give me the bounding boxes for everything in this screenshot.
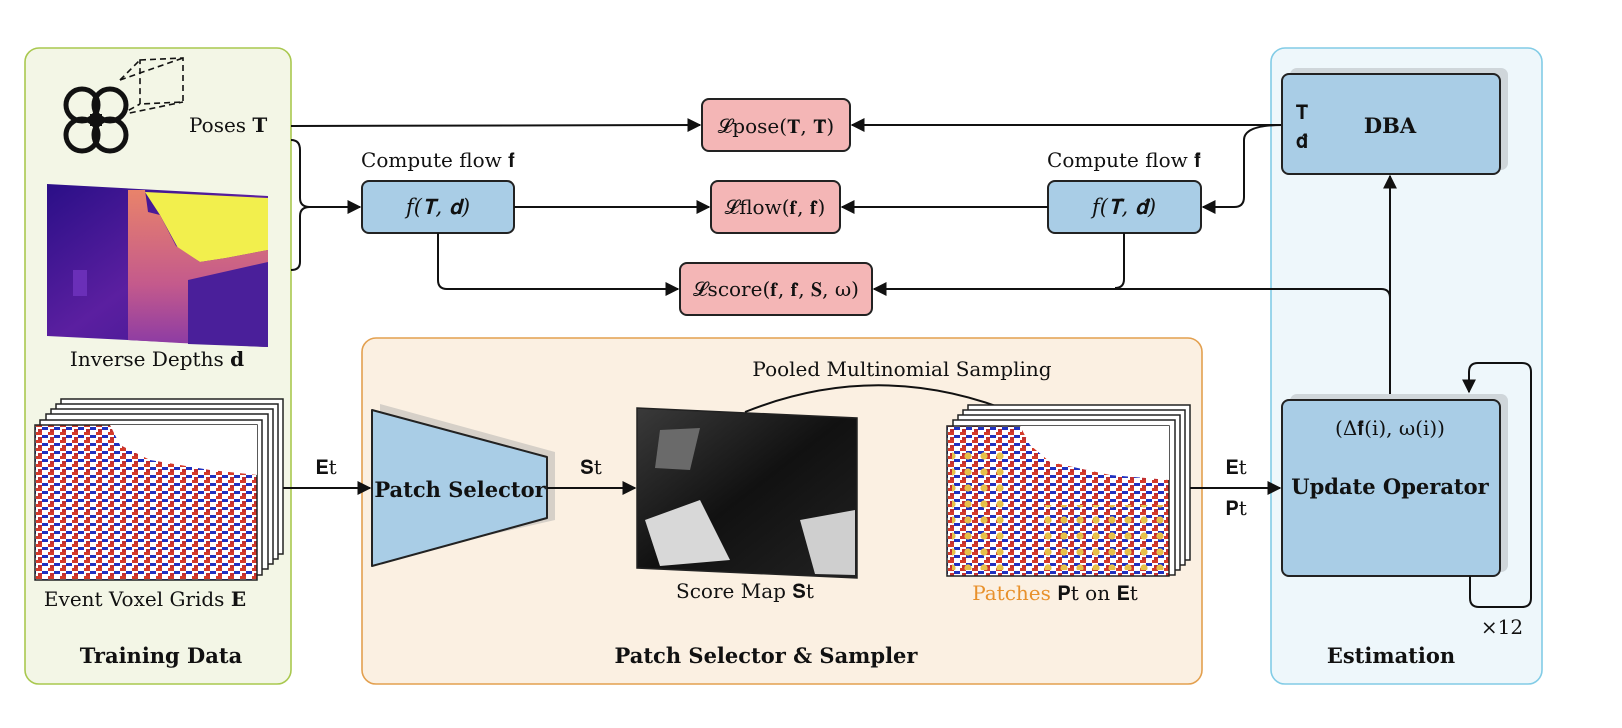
update-operator-box [1281,399,1501,577]
flow-loss-label: 𝓛flow(𝐟, 𝐟̂) [725,195,826,219]
gt-flow-to-score-loss-arrow [437,233,680,296]
poses-to-pose-loss-arrow [290,118,702,133]
pose-loss-box [701,98,851,152]
inverse-depth-image [47,184,268,347]
score-map-image [636,407,858,579]
pose-loss-label: 𝓛pose(𝐓, 𝐓̂) [718,114,834,138]
pt-output-label: 𝐏t [1225,496,1247,520]
dba-to-est-flow-arrow [1201,124,1283,214]
patches-word: Patches [972,581,1051,605]
dba-label: DBA [1364,113,1417,138]
estimation-title: Estimation [1327,643,1455,668]
patches-label: Patches 𝐏t on 𝐄t [972,581,1138,605]
update-operator-label: Update Operator [1291,474,1489,499]
compute-flow-gt-title: Compute flow 𝐟 [361,148,515,172]
repeat-count: ×12 [1481,615,1523,639]
poses-label: Poses T [189,113,267,137]
event-voxel-grid-stack [34,398,284,581]
compute-flow-est-title: Compute flow 𝐟̂ [1047,148,1201,172]
dba-box [1281,73,1501,175]
et-output-label: 𝐄t [1225,455,1246,479]
patch-selector-block [371,409,548,567]
st-label: 𝐒t [580,455,602,479]
est-flow-func: f(𝐓̂, 𝐝̂) [1090,195,1156,219]
sampler-panel-title: Patch Selector & Sampler [615,643,919,668]
score-loss-label: 𝓛score(𝐟, 𝐟̂, 𝐒, ω) [693,277,859,301]
recurrence-loop-arrow [1462,362,1532,608]
est-flow-to-score-loss-line [1114,233,1125,289]
inverse-depths-label: Inverse Depths d [70,347,244,371]
training-data-brace [290,139,311,271]
pooled-sampling-heading: Pooled Multinomial Sampling [752,357,1051,381]
score-map-label: Score Map 𝐒t [676,579,814,603]
dba-d-hat: 𝐝̂ [1296,129,1308,153]
dba-t-hat: 𝐓̂ [1296,100,1309,124]
patches-image-stack [946,404,1191,577]
update-operator-vars: (Δ𝐟̂(i), ω(i)) [1335,416,1445,440]
flow-loss-box [710,180,841,234]
score-loss-box [679,262,873,316]
training-data-title: Training Data [80,643,243,668]
camera-frustum-icon [119,57,184,116]
drone-icon [63,86,129,154]
patch-selector-label: Patch Selector [374,477,546,502]
event-voxel-grids-label: Event Voxel Grids E [44,587,246,611]
gt-flow-func: f(𝐓, 𝐝) [404,195,470,219]
et-input-label: 𝐄t [315,455,336,479]
